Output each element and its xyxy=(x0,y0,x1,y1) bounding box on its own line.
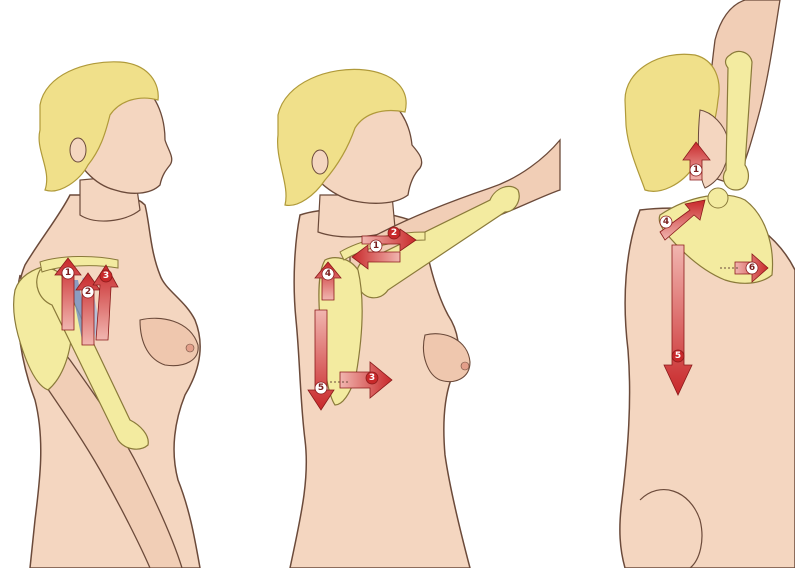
figure-right-marker-label: 5 xyxy=(675,351,681,361)
figure-right-marker-label: 4 xyxy=(663,217,669,227)
figure-right: 1 4 6 5 xyxy=(620,0,795,568)
figure-middle: 1 2 4 5 3 xyxy=(278,69,560,568)
figure-middle-marker-label: 2 xyxy=(391,228,397,238)
figure-left-marker-label: 2 xyxy=(85,287,91,297)
figure-middle-marker-label: 4 xyxy=(325,269,331,279)
figure-left: 1 2 3 xyxy=(14,62,201,568)
figure-middle-marker-label: 5 xyxy=(318,383,324,393)
figure-middle-marker-label: 3 xyxy=(369,373,375,383)
figure-right-marker-label: 1 xyxy=(693,165,699,175)
figure-left-marker-label: 3 xyxy=(103,271,109,281)
figure-middle-marker-label: 1 xyxy=(373,241,379,251)
figure-right-humerus xyxy=(723,51,752,190)
figure-right-marker-label: 6 xyxy=(749,263,755,273)
figure-left-marker-label: 1 xyxy=(65,268,71,278)
